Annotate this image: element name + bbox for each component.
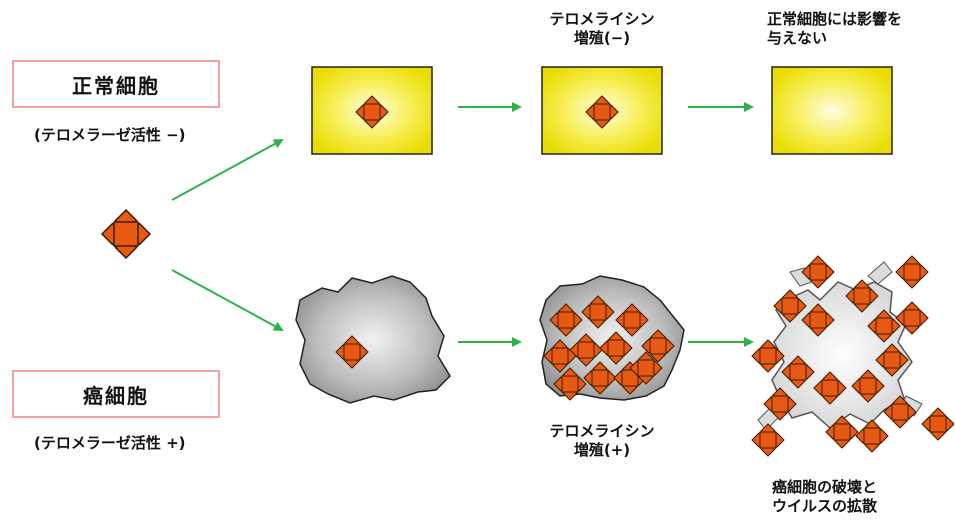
cancer-step3-caption-line1: 癌細胞の破壊と — [772, 478, 878, 496]
cancer-cell-label-box: 癌細胞 — [12, 370, 220, 418]
virus-icon — [895, 255, 929, 289]
normal-step3-caption: 正常細胞には影響を 与えない — [767, 10, 902, 48]
normal-telomerase-note: (テロメラーゼ活性 −) — [34, 126, 186, 144]
cancer-cell-label: 癌細胞 — [83, 383, 149, 408]
cancer-step3-caption: 癌細胞の破壊と ウイルスの拡散 — [772, 478, 877, 516]
normal-step2-caption-line1: テロメライシン — [549, 10, 655, 28]
virus-icon — [921, 407, 955, 441]
cell-fragment — [867, 261, 893, 285]
virus-icon — [855, 419, 889, 453]
cancer-cell-1 — [295, 275, 451, 404]
cancer-step2-caption-line1: テロメライシン — [549, 422, 655, 440]
normal-cell-3 — [771, 66, 893, 155]
cancer-telomerase-note: (テロメラーゼ活性 +) — [34, 434, 186, 452]
cancer-step2-caption-line2: 増殖(+) — [573, 440, 631, 459]
arrow-to-cancer — [171, 269, 284, 331]
virus-icon — [751, 423, 785, 457]
arrow-to-normal — [171, 139, 284, 201]
normal-step2-caption-line2: 増殖(−) — [573, 28, 631, 47]
normal-cell-label: 正常細胞 — [72, 73, 160, 98]
virus-icon — [101, 209, 151, 259]
normal-step3-caption-line2: 与えない — [767, 28, 828, 47]
cancer-step3-caption-line2: ウイルスの拡散 — [772, 496, 878, 515]
normal-step2-caption: テロメライシン 増殖(−) — [532, 10, 672, 48]
normal-step3-caption-line1: 正常細胞には影響を — [767, 10, 903, 28]
normal-cell-label-box: 正常細胞 — [12, 60, 220, 108]
cancer-step2-caption: テロメライシン 増殖(+) — [532, 422, 672, 460]
